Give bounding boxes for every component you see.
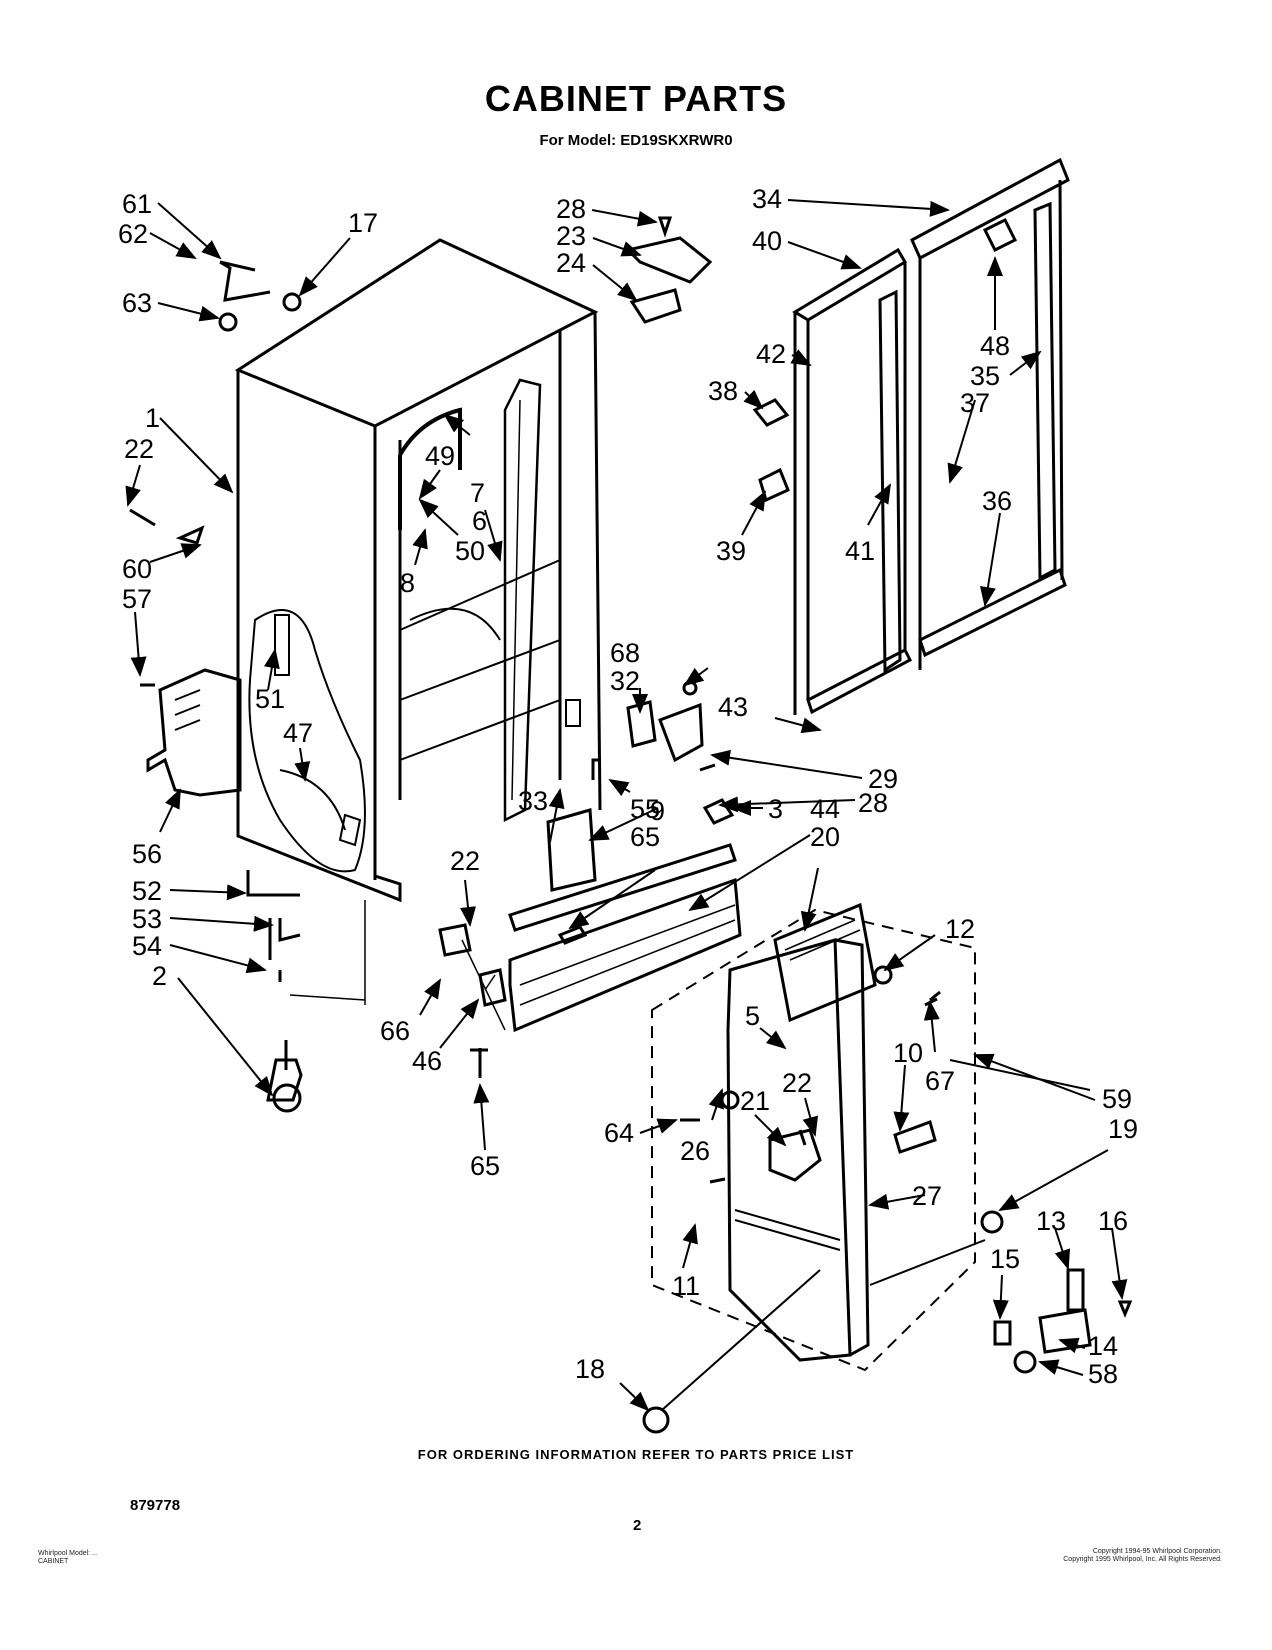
callout-54: 54 — [132, 931, 162, 961]
callout-22: 22 — [124, 434, 154, 464]
callout-50: 50 — [455, 536, 485, 566]
lower-door-assembly — [642, 902, 1133, 1434]
callout-63: 63 — [122, 288, 152, 318]
callout-22: 22 — [450, 846, 480, 876]
callout-32: 32 — [610, 666, 640, 696]
callout-56: 56 — [132, 839, 162, 869]
callout-51: 51 — [255, 684, 285, 714]
mid-parts — [438, 680, 742, 1078]
callout-37: 37 — [960, 388, 990, 418]
copyright-notice: Copyright 1994-95 Whirlpool Corporation.… — [1063, 1548, 1222, 1563]
callout-29: 29 — [868, 764, 898, 794]
callout-53: 53 — [132, 904, 162, 934]
callout-15: 15 — [990, 1244, 1020, 1274]
callout-61: 61 — [122, 189, 152, 219]
callout-65: 65 — [630, 822, 660, 852]
callout-27: 27 — [912, 1181, 942, 1211]
callout-1: 1 — [145, 403, 160, 433]
callout-66: 66 — [380, 1016, 410, 1046]
callout-67: 67 — [925, 1066, 955, 1096]
document-number: 879778 — [130, 1497, 181, 1514]
callout-36: 36 — [982, 486, 1012, 516]
callout-17: 17 — [348, 208, 378, 238]
callout-62: 62 — [118, 219, 148, 249]
callout-5: 5 — [745, 1001, 760, 1031]
callout-35: 35 — [970, 361, 1000, 391]
callout-44: 44 — [810, 794, 840, 824]
callout-43: 43 — [718, 692, 748, 722]
callout-41: 41 — [845, 536, 875, 566]
callout-11: 11 — [672, 1271, 700, 1301]
callout-33: 33 — [518, 786, 548, 816]
ordering-info-note: FOR ORDERING INFORMATION REFER TO PARTS … — [417, 1447, 855, 1462]
callout-39: 39 — [716, 536, 746, 566]
callout-12: 12 — [945, 914, 975, 944]
callout-9: 9 — [650, 796, 665, 826]
callout-13: 13 — [1036, 1206, 1066, 1236]
callout-18: 18 — [575, 1354, 605, 1384]
callout-10: 10 — [893, 1038, 923, 1068]
callout-14: 14 — [1088, 1331, 1118, 1361]
fine-print-left: Whirlpool Model: ... CABINET — [38, 1550, 98, 1565]
callout-42: 42 — [756, 339, 786, 369]
callout-38: 38 — [708, 376, 738, 406]
callout-7: 7 — [470, 478, 485, 508]
callout-68: 68 — [610, 638, 640, 668]
callout-23: 23 — [556, 221, 586, 251]
callout-57: 57 — [122, 584, 152, 614]
callout-22: 22 — [782, 1068, 812, 1098]
callout-8: 8 — [400, 568, 415, 598]
callout-24: 24 — [556, 248, 586, 278]
callout-55: 55 — [630, 794, 660, 824]
cabinet-body — [234, 238, 602, 903]
callout-59: 59 — [1102, 1084, 1132, 1114]
callout-48: 48 — [980, 331, 1010, 361]
callout-20: 20 — [810, 822, 840, 852]
callout-40: 40 — [752, 226, 782, 256]
callout-47: 47 — [283, 718, 313, 748]
callout-64: 64 — [604, 1118, 634, 1148]
callout-65: 65 — [470, 1151, 500, 1181]
callout-28: 28 — [556, 194, 586, 224]
callout-16: 16 — [1098, 1206, 1128, 1236]
top-hinge — [625, 216, 713, 324]
callout-19: 19 — [1108, 1114, 1138, 1144]
left-small-parts — [129, 260, 366, 1113]
callout-3: 3 — [768, 794, 783, 824]
callout-46: 46 — [412, 1046, 442, 1076]
callout-49: 49 — [425, 441, 455, 471]
callout-34: 34 — [752, 184, 782, 214]
callout-6: 6 — [472, 506, 487, 536]
callout-28: 28 — [858, 788, 888, 818]
callout-60: 60 — [122, 554, 152, 584]
callout-26: 26 — [680, 1136, 710, 1166]
callout-labels: 61 62 63 17 28 23 24 34 40 48 35 42 37 3… — [118, 184, 1138, 1389]
page-number: 2 — [633, 1517, 642, 1534]
callout-58: 58 — [1088, 1359, 1118, 1389]
door-gaskets — [752, 157, 1070, 715]
callout-52: 52 — [132, 876, 162, 906]
page-title: CABINET PARTS — [484, 78, 788, 119]
callout-21: 21 — [740, 1086, 770, 1116]
callout-2: 2 — [152, 961, 167, 991]
model-subtitle: For Model: ED19SKXRWR0 — [539, 132, 733, 149]
